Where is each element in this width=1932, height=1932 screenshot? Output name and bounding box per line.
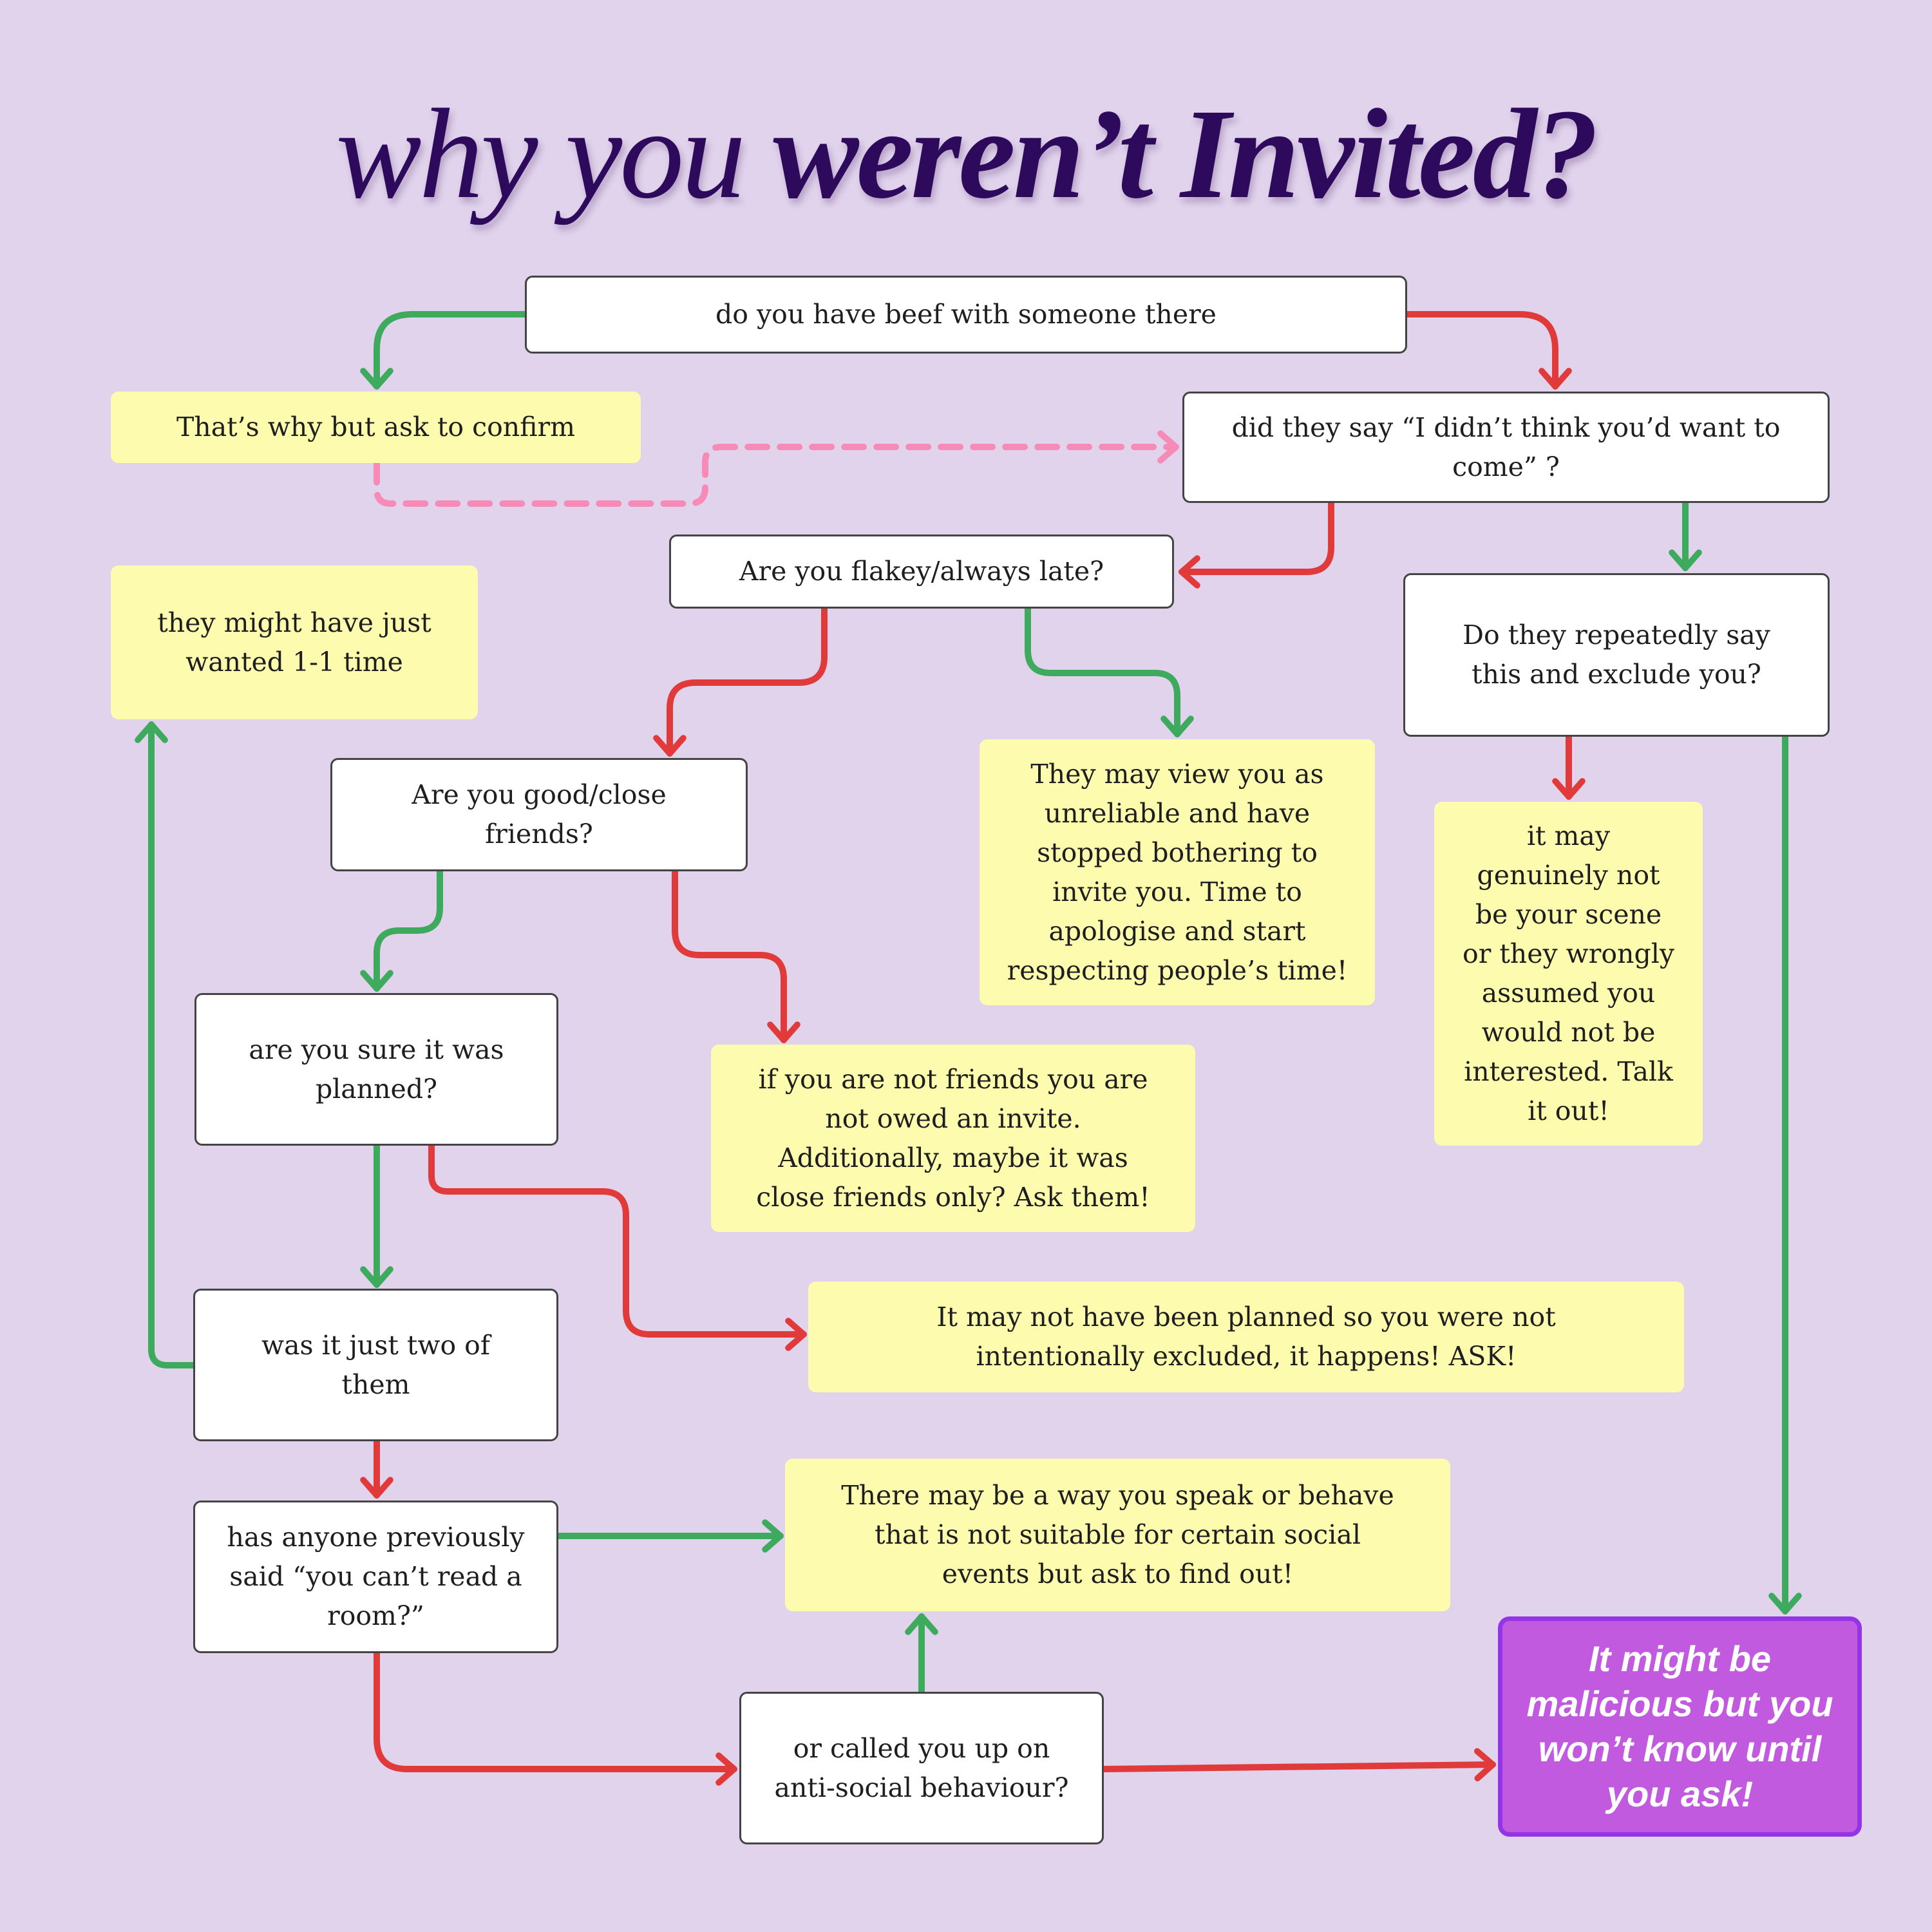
title-part-1: why you (336, 83, 746, 225)
arrow-dashed-link (374, 430, 1179, 507)
arrow-flakey-no (653, 605, 828, 757)
arrow-close-friends-no (672, 868, 800, 1043)
arrow-close-friends-yes (360, 868, 443, 992)
arrow-beef-yes (360, 311, 528, 390)
question-sure-planned: are you sure it was planned? (194, 993, 558, 1146)
answer-not-your-scene: it may genuinely not be your scene or th… (1434, 802, 1703, 1146)
title-part-2: weren’t Invited? (773, 83, 1598, 225)
answer-malicious: It might be malicious but you won’t know… (1498, 1616, 1862, 1837)
answer-one-on-one: they might have just wanted 1-1 time (111, 565, 478, 719)
answer-not-planned: It may not have been planned so you were… (808, 1282, 1684, 1392)
answer-thats-why: That’s why but ask to confirm (111, 392, 641, 463)
page-title: why you weren’t Invited? (0, 77, 1932, 232)
arrow-planned-no (428, 1142, 807, 1351)
arrow-two-yes (135, 721, 196, 1368)
arrow-read-room-no (374, 1650, 737, 1786)
question-anti-social: or called you up on anti-social behaviou… (739, 1692, 1104, 1844)
answer-speak-behave: There may be a way you speak or behave t… (785, 1459, 1450, 1611)
arrow-anti-social-no (1101, 1748, 1496, 1782)
question-read-room: has anyone previously said “you can’t re… (193, 1501, 558, 1653)
question-didnt-think: did they say “I didn’t think you’d want … (1182, 392, 1830, 503)
question-two-of-them: was it just two of them (193, 1289, 558, 1441)
arrow-flakey-yes (1025, 605, 1194, 737)
answer-not-friends: if you are not friends you are not owed … (711, 1045, 1195, 1232)
question-flakey: Are you flakey/always late? (669, 535, 1174, 609)
answer-unreliable: They may view you as unreliable and have… (980, 739, 1375, 1005)
question-close-friends: Are you good/close friends? (330, 758, 748, 871)
arrow-didnt-think-no (1179, 500, 1334, 589)
question-repeatedly: Do they repeatedly say this and exclude … (1403, 573, 1830, 737)
arrow-beef-no (1404, 311, 1572, 390)
question-beef: do you have beef with someone there (525, 276, 1407, 354)
